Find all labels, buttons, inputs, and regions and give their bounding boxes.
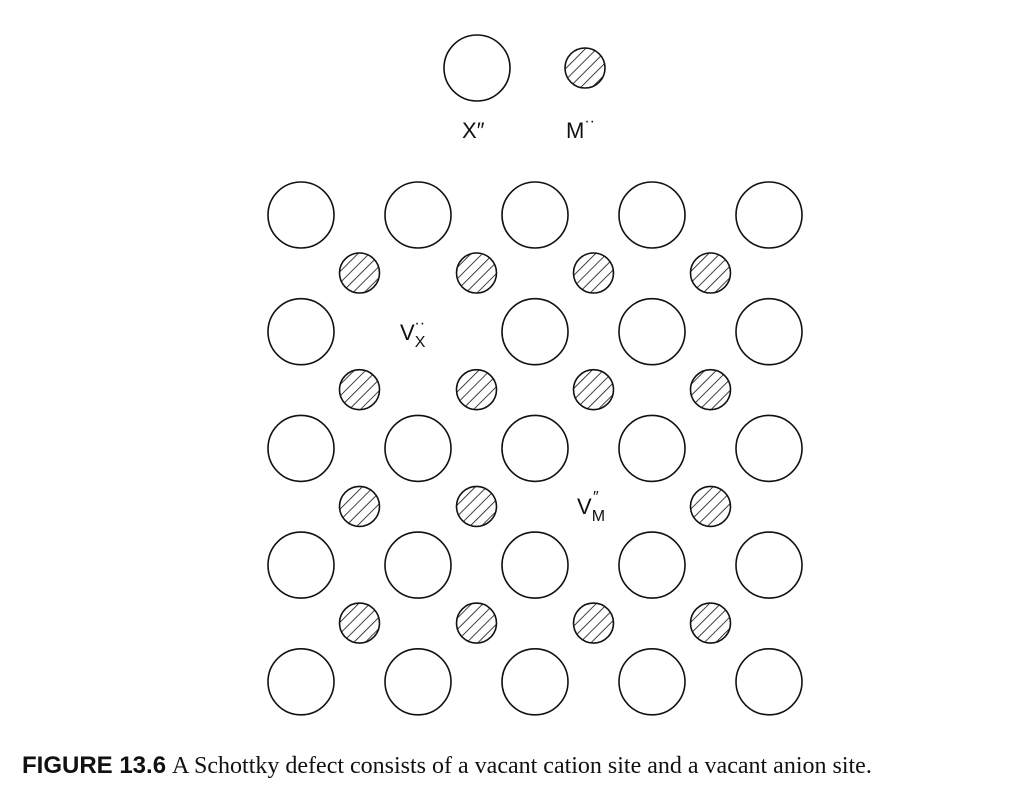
anion-site: [267, 414, 335, 483]
anion-site: [384, 414, 452, 483]
cation-site: [455, 252, 498, 294]
cation-site: [689, 602, 732, 644]
anion-site: [501, 297, 569, 366]
anion-site: [267, 297, 335, 366]
anion-site: [618, 297, 686, 366]
cation-site: [689, 368, 732, 411]
cation-site: [338, 368, 381, 411]
anion-site: [267, 531, 335, 599]
crystal-lattice: [267, 181, 803, 716]
cation-site: [689, 485, 732, 528]
anion-site: [501, 531, 569, 599]
legend-cation-circle: [564, 47, 606, 89]
cation-site: [689, 252, 732, 294]
anion-site: [267, 647, 335, 716]
anion-site: [501, 414, 569, 483]
anion-site: [618, 531, 686, 599]
cation-site: [338, 485, 381, 528]
cation-site: [455, 602, 498, 644]
anion-site: [618, 647, 686, 716]
cation-vacancy-label: VM″: [577, 489, 605, 525]
cation-site: [338, 252, 381, 294]
anion-site: [618, 181, 686, 249]
legend-anion-label: X″: [462, 118, 485, 143]
caption-text: A Schottky defect consists of a vacant c…: [172, 753, 872, 779]
figure-number: FIGURE 13.6: [22, 752, 167, 779]
cation-site: [572, 368, 615, 411]
cation-site: [572, 252, 615, 294]
legend: X″ M··: [443, 34, 606, 143]
legend-cation-label: M··: [566, 113, 595, 143]
cation-site: [572, 602, 615, 644]
figure-caption: FIGURE 13.6 A Schottky defect consists o…: [22, 752, 872, 780]
anion-site: [384, 647, 452, 716]
anion-site: [501, 181, 569, 249]
anion-site: [735, 297, 803, 366]
anion-vacancy-label: VX··: [400, 315, 426, 351]
cation-site: [455, 368, 498, 411]
legend-anion-circle: [443, 34, 511, 102]
anion-site: [735, 414, 803, 483]
anion-site: [618, 414, 686, 483]
anion-site: [384, 531, 452, 599]
cation-site: [338, 602, 381, 644]
anion-site: [267, 181, 335, 249]
cation-site: [455, 485, 498, 528]
anion-site: [384, 181, 452, 249]
anion-site: [501, 647, 569, 716]
anion-site: [735, 647, 803, 716]
anion-site: [735, 531, 803, 599]
anion-site: [735, 181, 803, 249]
